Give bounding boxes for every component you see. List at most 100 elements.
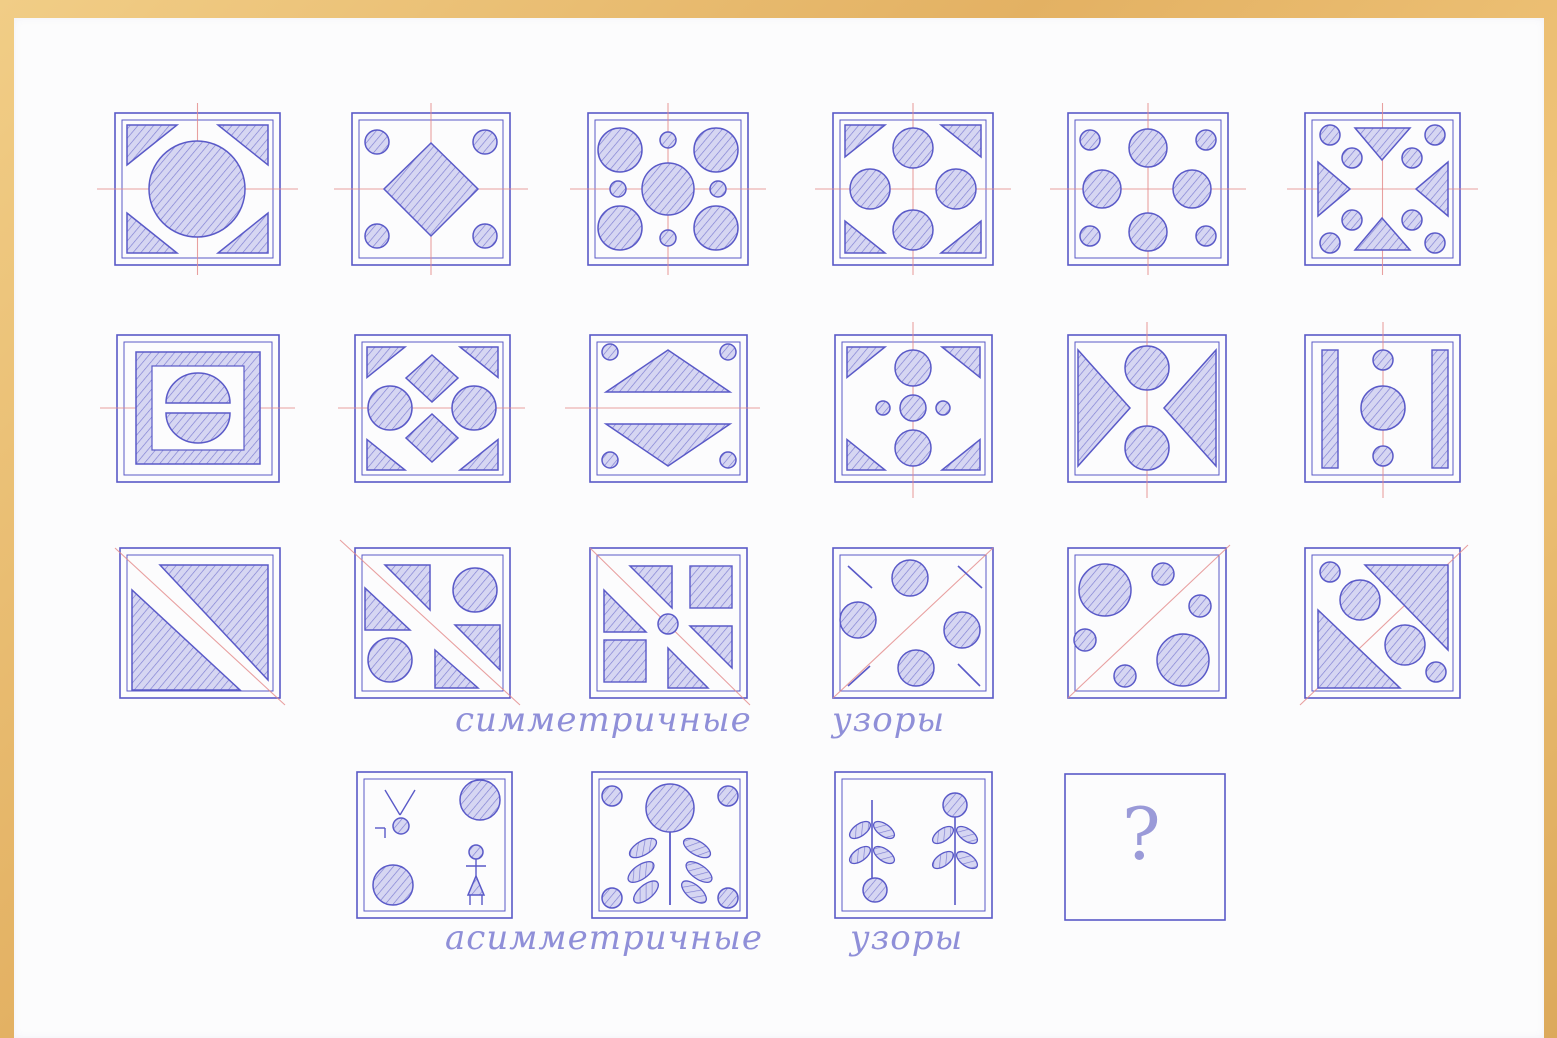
leaf-shape (627, 834, 660, 861)
circle-shape (1129, 129, 1167, 167)
circle-shape (1196, 226, 1216, 246)
circle-shape (453, 568, 497, 612)
tile-r3-c1 (115, 548, 285, 705)
circle-shape (1114, 665, 1136, 687)
tile-r3-c3 (590, 548, 750, 705)
circle-shape (393, 818, 409, 834)
ink-line (848, 566, 872, 588)
triangle-shape (1416, 162, 1448, 216)
ink-line (958, 664, 980, 686)
circle-shape (1342, 210, 1362, 230)
tile-r2-c6 (1305, 322, 1460, 498)
tile-r1-c2 (334, 103, 528, 275)
leaf-shape (847, 843, 874, 867)
circle-shape (1157, 634, 1209, 686)
circle-shape (602, 786, 622, 806)
triangle-shape (847, 347, 885, 377)
triangle-shape (1318, 162, 1350, 216)
circle-shape (602, 888, 622, 908)
circle-shape (944, 612, 980, 648)
circle-shape (473, 130, 497, 154)
circle-shape (895, 430, 931, 466)
circle-shape (936, 401, 950, 415)
tile-r4-c2 (592, 772, 747, 918)
leaf-shape (930, 848, 957, 872)
tile-frame (835, 772, 992, 918)
caption-symmetric-word1: симметричные (455, 700, 752, 740)
tile-r1-c3 (570, 103, 766, 275)
triangle-shape (941, 125, 981, 157)
square-shape (690, 566, 732, 608)
caption-symmetric-word2: узоры (832, 700, 945, 740)
circle-shape (895, 350, 931, 386)
tile-r2-c2 (338, 335, 525, 482)
tile-r4-c1 (357, 772, 512, 918)
leaf-shape (681, 834, 714, 861)
triangle-shape (365, 588, 410, 630)
triangle-shape (460, 347, 498, 377)
circle-shape (368, 386, 412, 430)
tile-r2-c1 (100, 335, 295, 482)
tile-r2-c3 (565, 335, 760, 482)
ink-line (848, 666, 870, 686)
caption-asymmetric-word2: узоры (850, 918, 963, 958)
circle-shape (365, 224, 389, 248)
triangle-shape (847, 440, 885, 470)
leaf-shape (930, 823, 957, 847)
triangle-shape (460, 440, 498, 470)
circle-shape (720, 344, 736, 360)
circle-shape (1173, 170, 1211, 208)
circle-shape (1080, 130, 1100, 150)
triangle-shape (406, 355, 458, 402)
tile-r2-c5 (1068, 322, 1226, 498)
circle-shape (1320, 125, 1340, 145)
circle-shape (1361, 386, 1405, 430)
circle-shape (1402, 210, 1422, 230)
circle-shape (850, 169, 890, 209)
leaf-shape (954, 848, 981, 872)
circle-shape (694, 206, 738, 250)
circle-shape (1196, 130, 1216, 150)
tile-r3-c6 (1300, 545, 1468, 705)
circle-shape (1342, 148, 1362, 168)
circle-shape (1402, 148, 1422, 168)
tile-r3-c4 (833, 548, 993, 698)
circle-shape (1385, 625, 1425, 665)
circle-shape (660, 132, 676, 148)
question-mark: ? (1122, 792, 1162, 876)
circle-shape (710, 181, 726, 197)
circle-shape (1320, 562, 1340, 582)
tile-r1-c6 (1287, 103, 1478, 275)
circle-shape (1320, 233, 1340, 253)
circle-shape (892, 560, 928, 596)
bar-shape (1322, 350, 1338, 468)
triangle-shape (406, 414, 458, 462)
circle-shape (1340, 580, 1380, 620)
circle-shape (610, 181, 626, 197)
circle-shape (898, 650, 934, 686)
circle-shape (1125, 346, 1169, 390)
ink-line (400, 790, 415, 815)
circle-shape (602, 344, 618, 360)
triangle-shape (942, 347, 980, 377)
circle-shape (1373, 350, 1393, 370)
circle-shape (460, 780, 500, 820)
circle-shape (642, 163, 694, 215)
tile-r2-c4 (835, 322, 992, 498)
caption-asymmetric-word1: асимметричные (445, 918, 763, 958)
triangle-shape (942, 440, 980, 470)
triangle-shape (606, 350, 730, 392)
tile-r3-c2 (340, 540, 520, 705)
triangle-shape (630, 566, 672, 608)
triangle-shape (606, 424, 730, 466)
triangle-shape (845, 221, 885, 253)
circle-shape (1152, 563, 1174, 585)
circle-shape (473, 224, 497, 248)
circle-shape (598, 206, 642, 250)
circle-shape (863, 878, 887, 902)
circle-shape (1083, 170, 1121, 208)
circle-shape (876, 401, 890, 415)
tile-r4-c3 (835, 772, 992, 918)
circle-shape (1080, 226, 1100, 246)
